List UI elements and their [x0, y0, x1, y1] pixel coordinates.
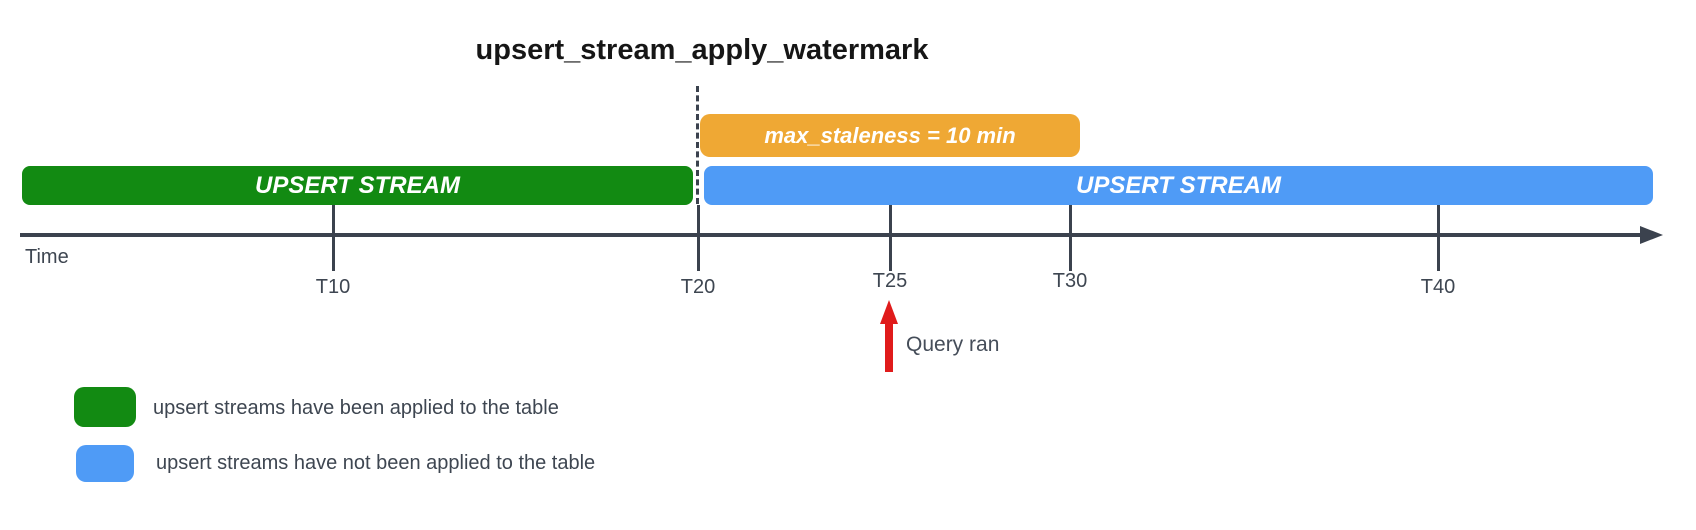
max-staleness-label: max_staleness = 10 min — [764, 122, 1016, 148]
legend-label-applied: upsert streams have been applied to the … — [153, 397, 559, 419]
query-ran-label: Query ran — [906, 333, 1000, 356]
max-staleness-bar: max_staleness = 10 min — [700, 114, 1080, 157]
upsert-stream-pending-label: UPSERT STREAM — [1076, 171, 1281, 199]
tick-t10 — [332, 205, 335, 271]
upsert-stream-pending-bar: UPSERT STREAM — [704, 166, 1653, 205]
tick-label-t20: T20 — [680, 276, 716, 298]
time-axis-arrowhead-icon — [1640, 226, 1663, 244]
tick-label-t10: T10 — [315, 276, 351, 298]
watermark-dashed-line — [696, 86, 699, 204]
time-axis-line — [20, 233, 1642, 237]
legend-swatch-applied — [74, 387, 136, 427]
time-axis-label: Time — [25, 246, 69, 268]
upsert-stream-applied-label: UPSERT STREAM — [255, 171, 460, 199]
tick-t20 — [697, 205, 700, 271]
legend-swatch-pending — [76, 445, 134, 482]
legend-label-pending: upsert streams have not been applied to … — [156, 452, 596, 474]
upsert-stream-applied-bar: UPSERT STREAM — [22, 166, 693, 205]
tick-label-t40: T40 — [1420, 276, 1456, 298]
tick-t40 — [1437, 205, 1440, 271]
query-ran-arrow-icon — [880, 300, 898, 324]
tick-t30 — [1069, 205, 1072, 271]
diagram-title: upsert_stream_apply_watermark — [475, 34, 929, 66]
query-ran-arrow-shaft — [885, 322, 893, 372]
tick-t25 — [889, 205, 892, 271]
tick-label-t25: T25 — [872, 270, 908, 292]
tick-label-t30: T30 — [1052, 270, 1088, 292]
